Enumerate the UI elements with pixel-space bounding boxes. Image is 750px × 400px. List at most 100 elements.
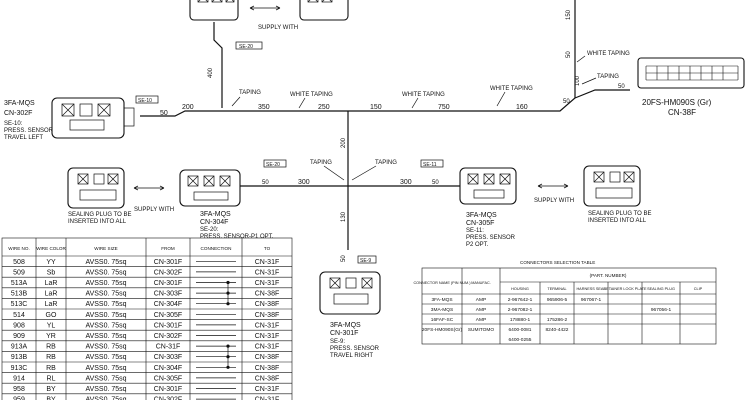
- sealing-right-line2: INSERTED INTO ALL: [588, 218, 647, 224]
- len-50-right-lower: 50: [618, 84, 625, 90]
- wire-table-header: WIRE COLOR: [36, 246, 66, 251]
- wire-table-cell: CN-38F: [255, 375, 280, 382]
- c305-desc2: PRESS. SENSOR: [466, 235, 516, 241]
- sel-table-cell: 8240-4422: [546, 327, 569, 333]
- left-conn-name: 3FA-MQS: [4, 100, 35, 107]
- wire-table-cell: CN-38F: [255, 312, 280, 319]
- sealing-left-line2: INSERTED INTO ALL: [68, 219, 127, 225]
- c304-name: 3FA-MQS: [200, 211, 231, 218]
- wire-table-cell: LaR: [45, 280, 58, 287]
- sel-table-group-header: (PART. NUMBER): [590, 273, 627, 278]
- wire-table-cell: CN-31F: [255, 280, 280, 287]
- wire-table-cell: CN-301F: [154, 386, 182, 393]
- len-250: 250: [318, 104, 330, 111]
- main-trunk: SE-20 400 50 150 100 50 50 WHITE TAPING …: [135, 0, 630, 264]
- right-conn-name: 20FS-HM090S (Gr): [642, 98, 712, 107]
- sel-table-cell: 967056-1: [651, 307, 672, 313]
- wire-table-cell: 513A: [11, 280, 28, 287]
- connector-cn-305f: 3FA-MQS CN-305F SE-11: PRESS. SENSOR P2 …: [459, 167, 517, 248]
- wire-table-cell: CN-302F: [154, 333, 182, 340]
- connector-cn-302f: 3FA-MQS CN-302F SE-10: PRESS. SENSOR TRA…: [4, 97, 135, 141]
- se10-tag: SE-10: [138, 98, 152, 104]
- len-300-b: 300: [400, 179, 412, 186]
- wire-table-cell: 913A: [11, 344, 28, 351]
- sel-table-cell: 965906-5: [547, 297, 568, 303]
- c304-desc1: SE-20:: [200, 227, 219, 233]
- len-50-b: 50: [432, 180, 439, 186]
- wire-table-cell: AVSS0. 75sq: [85, 280, 126, 287]
- wire-table-cell: CN-304F: [154, 301, 182, 308]
- wire-table-cell: Sb: [47, 269, 56, 276]
- len-160: 160: [516, 104, 528, 111]
- se20-tag: SE-20: [266, 162, 280, 168]
- right-conn-id: CN-38F: [668, 108, 696, 117]
- wire-table-cell: 909: [13, 333, 25, 340]
- taping-mid: TAPING: [239, 90, 261, 96]
- wire-table-cell: LaR: [45, 291, 58, 298]
- sealing-plug-right: SEALING PLUG TO BE INSERTED INTO ALL: [583, 165, 651, 224]
- c305-name: 3FA-MQS: [466, 212, 497, 219]
- len-150-right: 150: [566, 9, 572, 20]
- wire-table-cell: BY: [46, 386, 56, 393]
- wire-table-cell: 514: [13, 312, 25, 319]
- wire-table-header: WIRE SIZE: [94, 246, 117, 251]
- len-50-vert-right: 50: [566, 51, 572, 58]
- len-400: 400: [208, 67, 214, 78]
- wire-table-cell: 508: [13, 259, 25, 266]
- sel-table-cell: SUMITOMO: [468, 327, 495, 333]
- taping-left2: TAPING: [310, 160, 332, 166]
- wire-table-cell: RL: [47, 375, 56, 382]
- left-conn-desc1: SE-10:: [4, 121, 23, 127]
- sel-table-cell: 3MA-MQS: [431, 307, 453, 313]
- len-50-left: 50: [160, 110, 168, 117]
- wire-table-cell: CN-38F: [255, 291, 280, 298]
- wire-table-cell: CN-302F: [154, 397, 182, 400]
- supply-arrow-left: [133, 185, 165, 191]
- wire-table-header: TO: [264, 246, 271, 251]
- sel-table-cell: 967067-1: [581, 297, 602, 303]
- wire-table-cell: CN-38F: [255, 354, 280, 361]
- left-conn-id: CN-302F: [4, 110, 32, 117]
- wire-table-cell: CN-301F: [154, 259, 182, 266]
- c305-id: CN-305F: [466, 220, 494, 227]
- sel-table-cell: 3FA-MQS: [431, 297, 452, 303]
- sel-table-header: CONNECTOR NAME (PIN NUM.): [413, 281, 471, 285]
- c305-desc1: SE-11:: [466, 228, 484, 234]
- wire-table-cell: YL: [47, 322, 56, 329]
- wire-table-cell: 509: [13, 269, 25, 276]
- sel-table-cell: 178880-1: [510, 317, 531, 323]
- wire-table-cell: 958: [13, 386, 25, 393]
- c304-id: CN-304F: [200, 219, 228, 226]
- wire-table-cell: 913C: [11, 365, 28, 372]
- wire-table-cell: CN-31F: [255, 269, 280, 276]
- wire-table-cell: YY: [46, 259, 56, 266]
- sel-table-cell: AMP: [476, 307, 486, 313]
- c304-desc2: PRESS. SENSOR-P1 OPT.: [200, 234, 274, 240]
- wire-table-cell: AVSS0. 75sq: [85, 291, 126, 298]
- wire-table-cell: AVSS0. 75sq: [85, 301, 126, 308]
- wire-table-border: [1, 237, 293, 400]
- wire-table-cell: BY: [46, 397, 56, 400]
- connector-cn-38f: 20FS-HM090S (Gr) CN-38F: [637, 57, 745, 117]
- len-200-v: 200: [341, 137, 347, 148]
- wire-table-cell: 908: [13, 322, 25, 329]
- white-taping-right-top: WHITE TAPING: [587, 51, 630, 57]
- wire-table-header: WIRE NO.: [8, 246, 29, 251]
- len-300-a: 300: [298, 179, 310, 186]
- taping-right-top: TAPING: [597, 74, 619, 80]
- wire-table-cell: CN-31F: [255, 333, 280, 340]
- sel-table-cell: 2-967642-1: [508, 297, 533, 303]
- sel-table-cell: AMP: [476, 297, 486, 303]
- wire-table-cell: CN-305F: [154, 312, 182, 319]
- wire-table-cell: AVSS0. 75sq: [85, 354, 126, 361]
- wire-table-cell: CN-31F: [255, 386, 280, 393]
- c301-desc2: PRESS. SENSOR: [330, 346, 380, 352]
- wire-table-cell: 513B: [11, 291, 28, 298]
- sel-table-title: CONNECTORS SELECTION TABLE: [520, 260, 595, 265]
- wire-table-cell: CN-31F: [255, 259, 280, 266]
- wire-table-cell: CN-301F: [154, 280, 182, 287]
- sel-table-cell: 6400-0081: [509, 327, 532, 333]
- wire-table-cell: CN-31F: [156, 344, 181, 351]
